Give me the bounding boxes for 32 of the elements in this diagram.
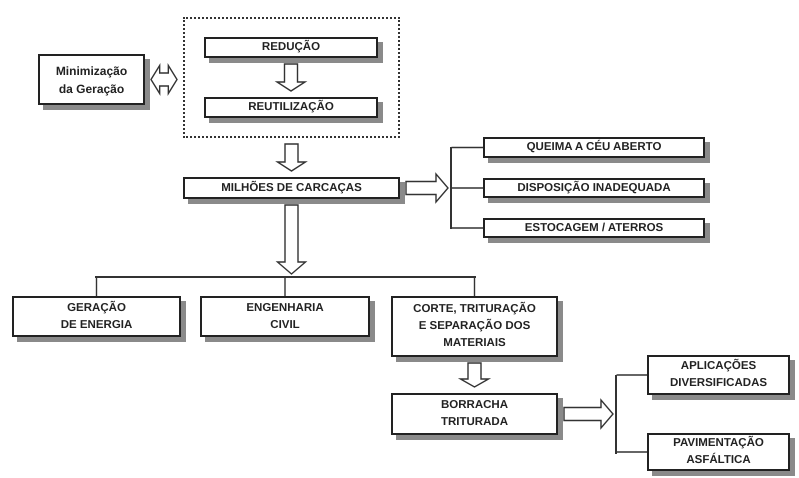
connector-line <box>284 278 286 296</box>
box-label: DISPOSIÇÃO INADEQUADA <box>516 180 672 196</box>
connector-line <box>452 227 483 229</box>
box-label: ESTOCAGEM / ATERROS <box>524 220 664 236</box>
connector-line <box>474 278 476 296</box>
box-label: CORTE, TRITURAÇÃO E SEPARAÇÃO DOS MATERIAIS <box>412 301 537 351</box>
box-label: PAVIMENTAÇÃO ASFÁLTICA <box>672 435 765 468</box>
block-arrow <box>563 398 614 430</box>
block-arrow <box>405 172 449 204</box>
box-label: GERAÇÃO DE ENERGIA <box>60 300 134 332</box>
box-label: APLICAÇÕES DIVERSIFICADAS <box>668 358 768 391</box>
block-arrow <box>150 63 178 96</box>
block-arrow <box>275 143 308 172</box>
connector-line <box>96 278 98 296</box>
box-label: REDUÇÃO <box>260 39 322 56</box>
connector-line <box>452 187 483 189</box>
box-label: ENGENHARIA CIVIL <box>245 300 325 332</box>
block-arrow <box>458 362 492 388</box>
box-label: REUTILIZAÇÃO <box>247 99 335 116</box>
bracket-line <box>450 147 452 229</box>
box-label: BORRACHA TRITURADA <box>440 398 510 430</box>
dotted-group-frame <box>183 17 400 138</box>
connector-line <box>616 374 647 376</box>
bracket-line <box>615 375 616 454</box>
box-label: Minimização da Geração <box>54 62 128 98</box>
block-arrow <box>274 63 308 92</box>
connector-line <box>616 451 647 453</box>
bracket-line <box>95 276 476 278</box>
block-arrow <box>276 204 308 275</box>
connector-line <box>452 146 483 148</box>
box-label: MILHÕES DE CARCAÇAS <box>220 180 363 196</box>
box-label: QUEIMA A CÉU ABERTO <box>526 139 662 156</box>
